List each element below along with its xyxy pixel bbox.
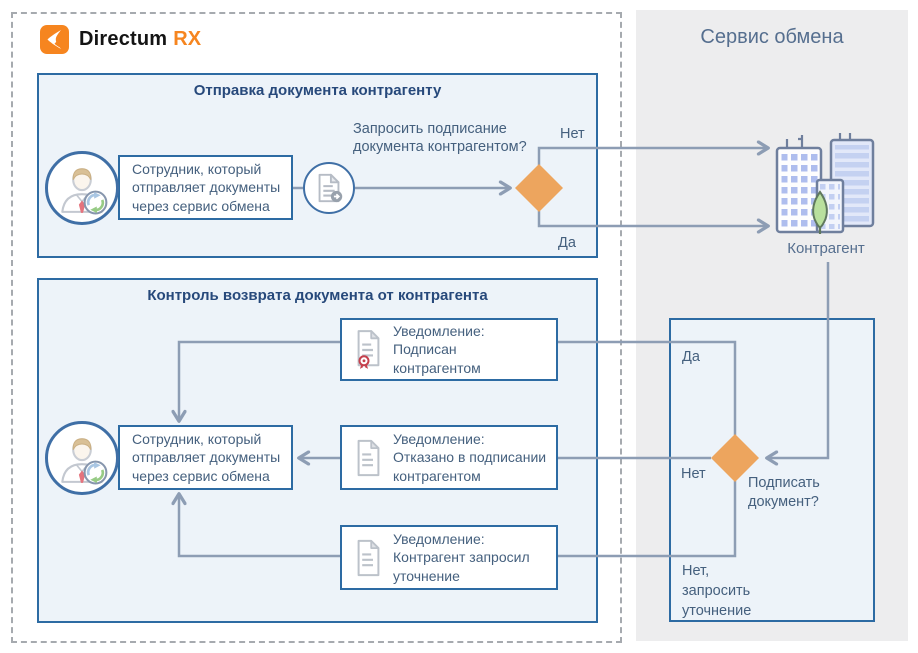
notification-text: Уведомление: Подписан контрагентом [393, 322, 485, 376]
notification-text: Уведомление: Отказано в подписании контр… [393, 430, 547, 484]
no-label-decision: Нет [681, 466, 706, 482]
yes-label-send: Да [558, 235, 576, 251]
employee-node-send: Сотрудник, который отправляет документы … [118, 155, 293, 220]
document-icon [355, 439, 382, 477]
notification-refused-box: Уведомление: Отказано в подписании контр… [340, 425, 558, 490]
logo-brand-text: Directum [79, 28, 168, 50]
control-section-title: Контроль возврата документа от контраген… [147, 287, 488, 304]
no-label-send: Нет [560, 126, 585, 142]
person-sync-icon [45, 151, 119, 225]
employee-node-label: Сотрудник, который отправляет документы … [132, 430, 281, 484]
counterparty-label: Контрагент [787, 240, 865, 257]
sign-document-question: Подписать документ? [748, 475, 820, 510]
exchange-service-title: Сервис обмена [700, 26, 844, 48]
document-icon [355, 539, 382, 577]
document-add-icon [303, 162, 355, 214]
logo-suffix-text: RX [173, 28, 202, 50]
directum-rx-logo: Directum RX [40, 25, 201, 54]
employee-node-control: Сотрудник, который отправляет документы … [118, 425, 293, 490]
request-signing-question: Запросить подписание документа контраген… [353, 121, 527, 155]
person-sync-icon [45, 421, 119, 495]
directum-system-frame [11, 12, 622, 643]
employee-node-label: Сотрудник, который отправляет документы … [132, 160, 281, 214]
buildings-icon [775, 133, 875, 234]
notification-text: Уведомление: Контрагент запросил уточнен… [393, 530, 530, 584]
notification-clarify-box: Уведомление: Контрагент запросил уточнен… [340, 525, 558, 590]
send-section-title: Отправка документа контрагенту [193, 82, 442, 99]
notification-signed-box: Уведомление: Подписан контрагентом [340, 318, 558, 381]
no-clarify-label: Нет, запросить уточнение [682, 563, 752, 619]
directum-logo-icon [40, 25, 69, 54]
document-seal-icon [355, 329, 382, 371]
yes-label-decision: Да [682, 349, 700, 365]
